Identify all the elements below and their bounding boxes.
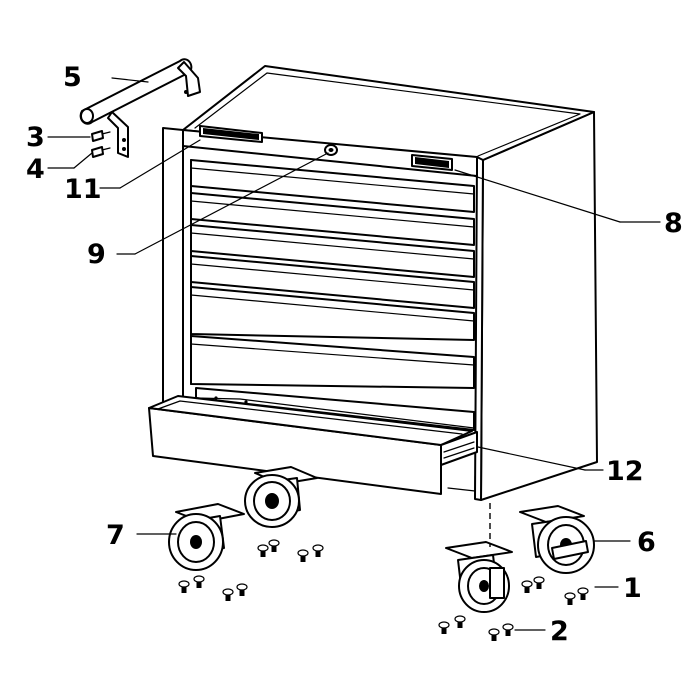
handle-screw-3 [91,130,111,142]
bolt [222,588,234,601]
bolt [564,592,576,605]
bolt [521,580,533,593]
caster-rear-left [244,466,318,528]
cabinet-right-post [474,156,484,501]
callout-7: 7 [106,520,125,551]
callout-2: 2 [550,616,569,647]
cabinet-side-panel [480,111,598,501]
bolt [297,549,309,562]
caster-front-right [445,541,513,613]
handle-screw-4 [91,146,111,158]
callout-11: 11 [64,174,102,205]
caster-6-braked [519,505,595,574]
callout-4: 4 [26,154,45,185]
bolt [502,623,514,636]
callout-12: 12 [606,456,644,487]
bolt [268,539,280,552]
callout-6: 6 [637,527,656,558]
drawer-slide [440,431,478,466]
caster-7-swivel [168,503,245,571]
bolt [236,583,248,596]
brand-badge [199,125,263,143]
bolt [577,587,589,600]
leader-lines [47,77,661,631]
cabinet-left-post [162,127,184,411]
drawer-stack [190,159,475,389]
bolt [193,575,205,588]
callout-5: 5 [63,62,82,93]
callout-1: 1 [623,573,642,604]
bolt [454,615,466,628]
side-handle [79,58,201,158]
cabinet [162,65,598,501]
bolt [178,580,190,593]
bolt [488,628,500,641]
bolt [312,544,324,557]
label-plate [411,154,453,171]
caster-bolts [178,539,589,641]
callout-3: 3 [26,122,45,153]
bolt [257,544,269,557]
bolt [533,576,545,589]
callout-8: 8 [664,208,683,239]
open-drawer [148,387,478,495]
callout-9: 9 [87,239,106,270]
bolt [438,621,450,634]
